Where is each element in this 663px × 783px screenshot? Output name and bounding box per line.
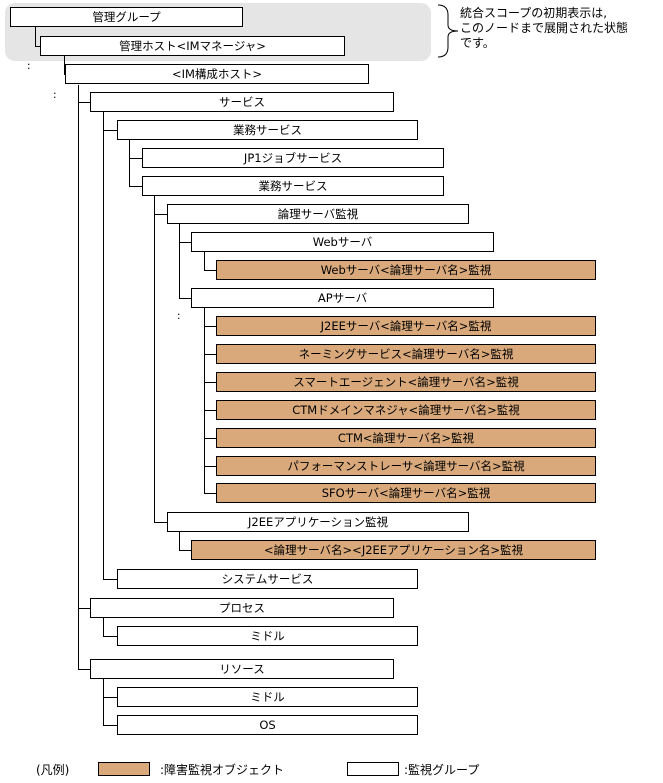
monitoring-object-node[interactable]: パフォーマンストレーサ<論理サーバ名>監視 [216,456,596,476]
tree-node[interactable]: サービス [90,92,394,112]
connector [103,725,117,726]
connector [204,382,216,383]
connector [78,669,90,670]
monitoring-object-node[interactable]: ネーミングサービス<論理サーバ名>監視 [216,344,596,364]
connector [35,27,36,46]
tree-node[interactable]: 業務サービス [117,120,418,140]
connector [204,270,216,271]
monitoring-object-node[interactable]: <論理サーバ名><J2EEアプリケーション名>監視 [191,540,596,560]
tree-node[interactable]: Webサーバ [191,232,494,252]
tree-node[interactable]: プロセス [90,598,394,618]
connector [204,308,205,493]
connector [204,438,216,439]
initial-display-note: 統合スコープの初期表示は, このノードまで展開された状態 です。 [460,6,628,51]
connector [129,140,130,186]
monitoring-object-node[interactable]: SFOサーバ<論理サーバ名>監視 [216,483,596,503]
tree-node[interactable]: ミドル [117,687,418,707]
connector [204,354,216,355]
connector [179,550,191,551]
note-line: です。 [460,36,495,50]
omission-dots: ·· [53,87,57,104]
connector [154,214,167,215]
connector [154,196,155,522]
legend-object-swatch [98,762,150,776]
tree-node[interactable]: 管理ホスト<IMマネージャ> [40,36,345,56]
note-line: このノードまで展開された状態 [460,21,629,35]
connector [204,493,216,494]
connector [129,186,142,187]
tree-node[interactable]: 管理グループ [10,7,243,27]
tree-node[interactable]: APサーバ [191,288,494,308]
tree-node[interactable]: J2EEアプリケーション監視 [167,512,469,532]
tree-node[interactable]: <IM構成ホスト> [65,64,369,84]
omission-dots: ·· [177,308,181,325]
monitoring-object-node[interactable]: Webサーバ<論理サーバ名>監視 [216,260,596,280]
legend: (凡例) :障害監視オブジェクト :監視グループ [0,760,663,780]
connector [103,130,117,131]
tree-node[interactable]: システムサービス [117,569,418,589]
note-line: 統合スコープの初期表示は, [460,6,608,20]
tree-node[interactable]: JP1ジョブサービス [142,148,444,168]
connector [78,102,90,103]
connector [103,579,117,580]
connector [204,466,216,467]
connector [103,618,104,636]
connector [179,224,180,298]
connector [179,298,191,299]
connector [204,410,216,411]
tree-node[interactable]: リソース [90,659,394,679]
connector [129,158,142,159]
connector [103,679,104,725]
connector [179,242,191,243]
legend-group-swatch [347,762,399,776]
tree-node[interactable]: 論理サーバ監視 [167,204,469,224]
omission-dots: ·· [27,58,31,75]
connector [154,522,167,523]
connector [179,532,180,550]
legend-group-label: :監視グループ [404,763,480,777]
connector [103,636,117,637]
connector [103,697,117,698]
legend-title: (凡例) [36,763,70,777]
connector [78,85,79,669]
tree-node[interactable]: 業務サービス [142,176,444,196]
monitoring-object-node[interactable]: スマートエージェント<論理サーバ名>監視 [216,372,596,392]
tree-node[interactable]: ミドル [117,626,418,646]
connector [78,608,90,609]
connector [64,56,65,74]
legend-object-label: :障害監視オブジェクト [160,763,285,777]
monitoring-object-node[interactable]: CTMドメインマネジャ<論理サーバ名>監視 [216,400,596,420]
brace-icon [437,4,459,58]
monitoring-object-node[interactable]: J2EEサーバ<論理サーバ名>監視 [216,316,596,336]
monitoring-object-node[interactable]: CTM<論理サーバ名>監視 [216,428,596,448]
connector [204,326,216,327]
connector [103,112,104,579]
tree-node[interactable]: OS [117,715,418,735]
connector [204,252,205,270]
